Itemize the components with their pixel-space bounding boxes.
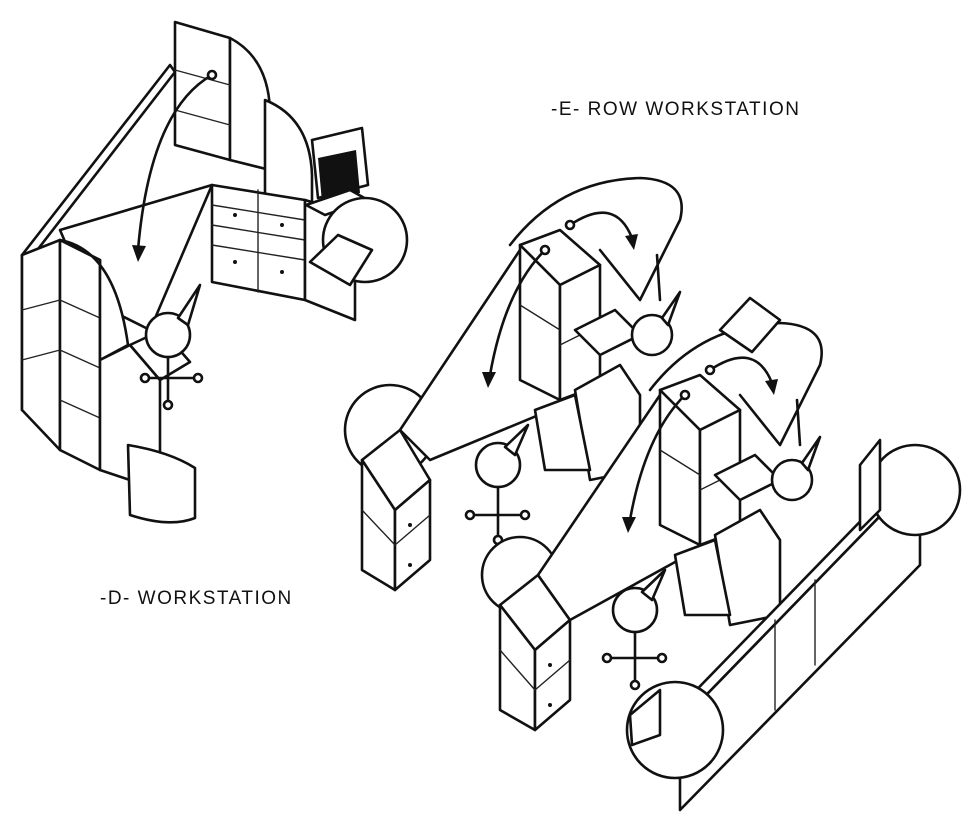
chair-row-2 bbox=[601, 568, 668, 691]
row-workstation-label: -E- ROW WORKSTATION bbox=[551, 99, 801, 120]
monitor bbox=[304, 126, 370, 217]
chair-row-1 bbox=[464, 423, 531, 546]
workstation-label: -D- WORKSTATION bbox=[100, 588, 293, 609]
chair-rear-2 bbox=[770, 435, 822, 502]
mid-tall-cabinet bbox=[498, 573, 572, 732]
workstation-d bbox=[20, 20, 409, 524]
center-cabinet-stack bbox=[518, 228, 642, 482]
workstation-row-e bbox=[343, 176, 962, 812]
keyboard bbox=[308, 233, 374, 287]
swing-arrow bbox=[136, 73, 214, 252]
task-chair bbox=[139, 283, 204, 411]
round-table-right bbox=[868, 443, 962, 537]
chair-rear bbox=[630, 290, 682, 357]
right-cabinet-stack bbox=[658, 296, 782, 627]
left-tall-cabinet bbox=[360, 428, 432, 592]
upper-cabinet-tower bbox=[173, 20, 314, 212]
